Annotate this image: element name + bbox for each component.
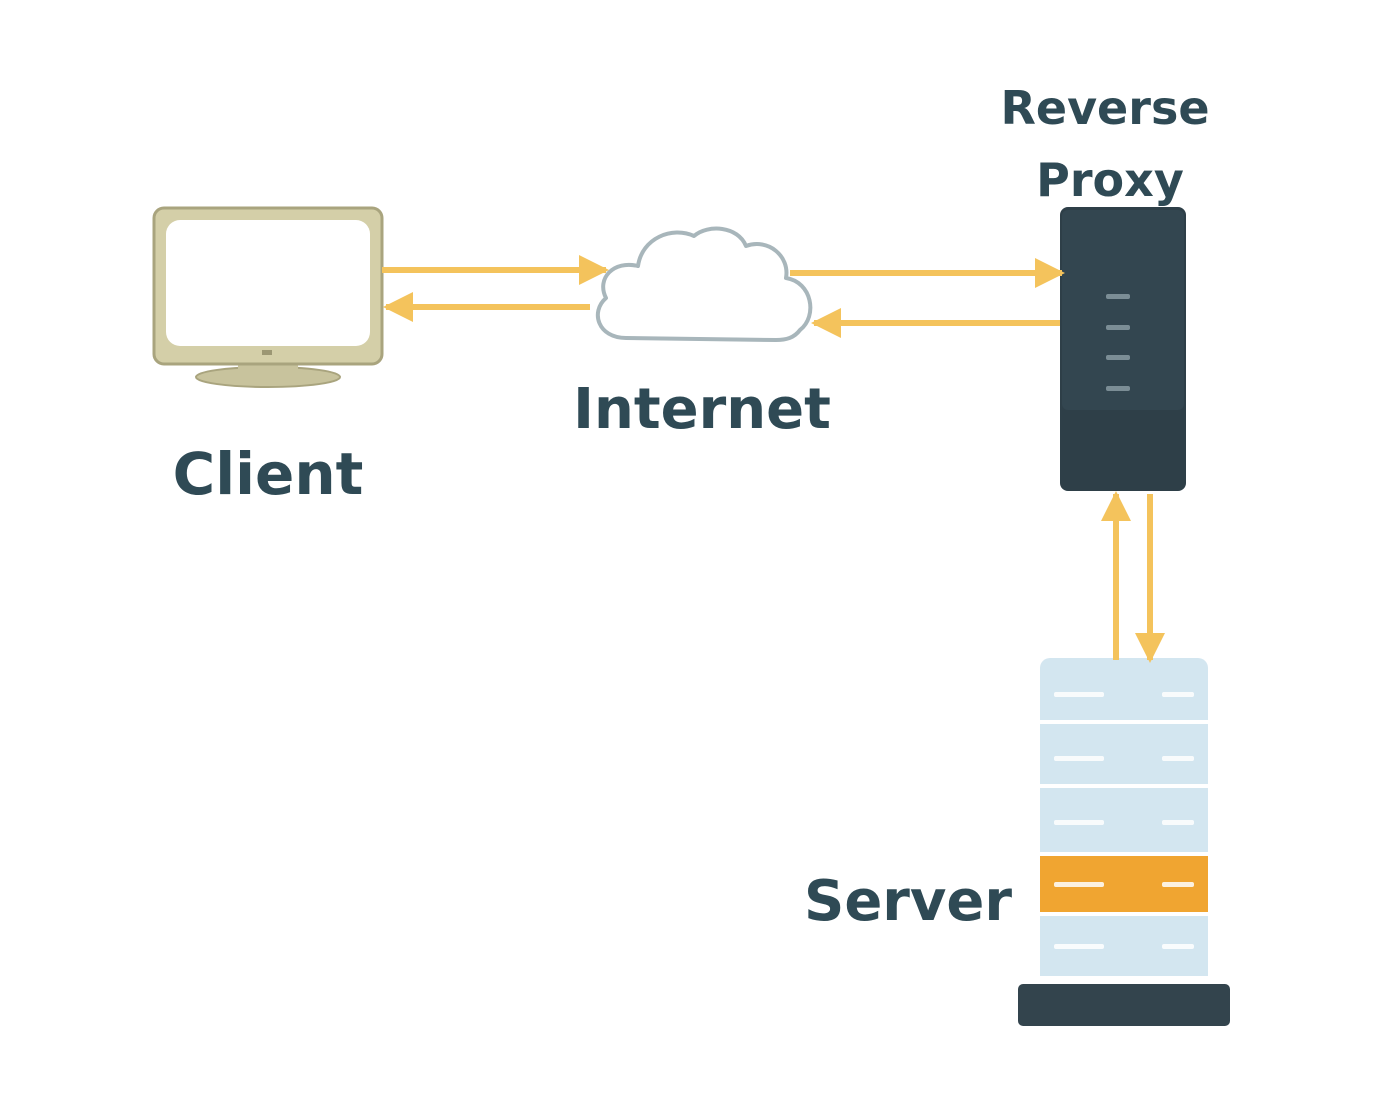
proxy-label-line1: Reverse — [1000, 81, 1209, 135]
proxy-label-line2: Proxy — [1036, 153, 1184, 207]
client-label: Client — [173, 440, 364, 508]
client-monitor-icon — [152, 206, 384, 388]
reverse-proxy-icon — [1060, 207, 1186, 491]
internet-label: Internet — [573, 377, 831, 442]
server-rack-icon — [1018, 658, 1230, 1026]
internet-cloud-icon — [595, 226, 813, 342]
arrows — [382, 255, 1165, 663]
server-label: Server — [804, 869, 1012, 934]
